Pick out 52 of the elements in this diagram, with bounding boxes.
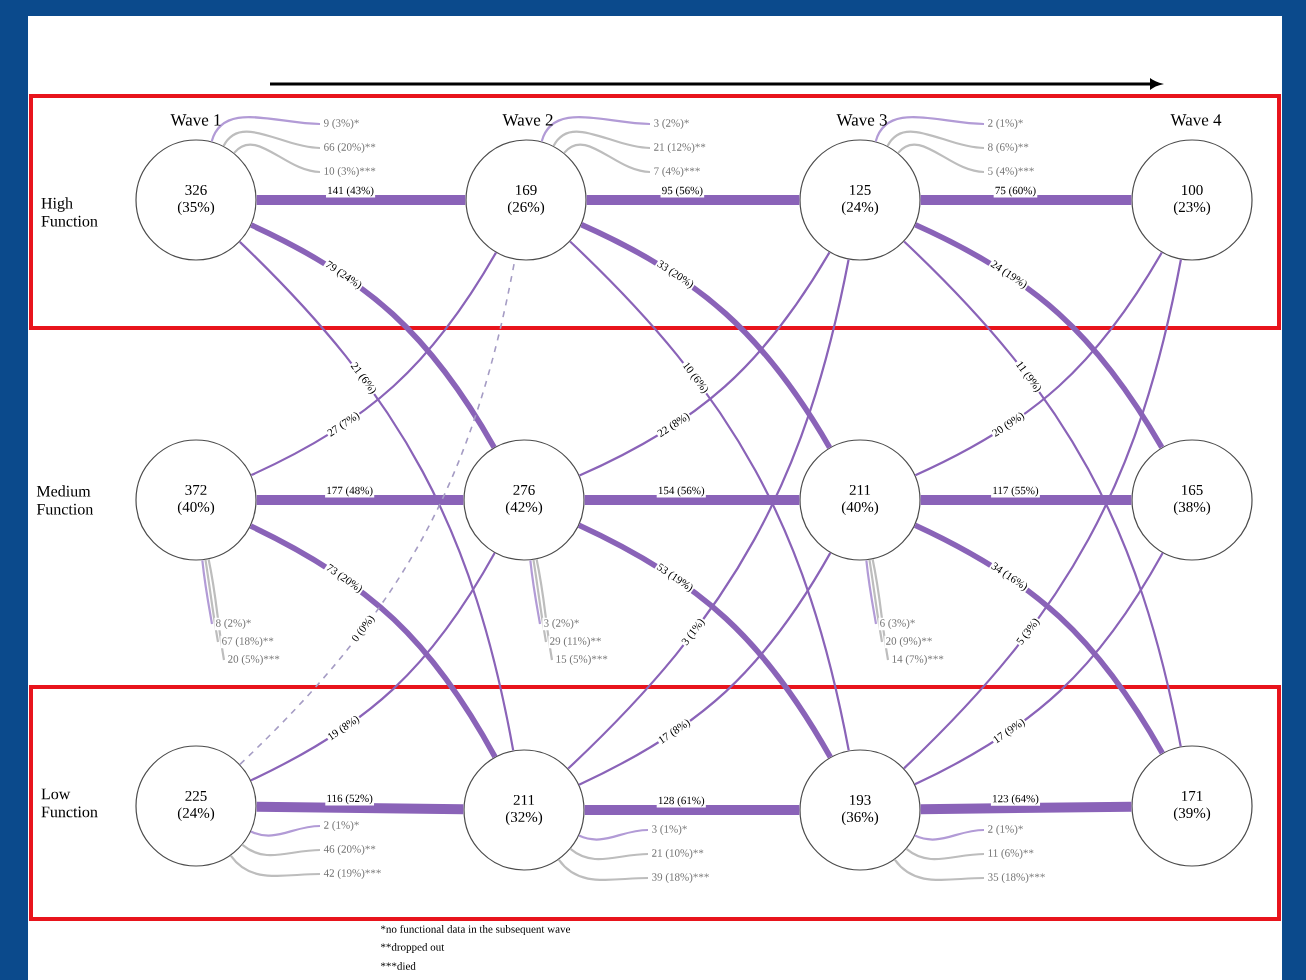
flow-line (250, 552, 496, 782)
dropout-line (886, 130, 985, 150)
flow-line (256, 195, 466, 205)
dropout-line (204, 559, 220, 643)
dropout-line (210, 116, 321, 142)
dropout-line (532, 559, 548, 643)
dropout-line (535, 559, 554, 661)
dropout-line (563, 143, 651, 174)
flow-line (250, 252, 497, 477)
dropout-line (868, 559, 884, 643)
dropout-line (871, 559, 890, 661)
dropout-line (865, 560, 878, 625)
dropout-line (229, 854, 321, 878)
dropout-line (233, 143, 321, 174)
row-heading: Medium Function (36, 485, 94, 515)
dropout-line (569, 848, 649, 861)
dropout-line (529, 560, 542, 625)
dropout-line (241, 844, 321, 857)
flow-line (256, 801, 464, 815)
flow-line (584, 805, 800, 815)
flow-line (920, 195, 1132, 205)
column-heading: Wave 1 (170, 114, 221, 126)
flow-line (584, 495, 800, 505)
flow-line (586, 195, 800, 205)
flow-line (580, 222, 833, 449)
dropout-line (897, 143, 985, 174)
dropout-line (578, 828, 649, 841)
dropout-line (557, 858, 649, 882)
column-heading: Wave 3 (836, 114, 887, 126)
flow-line (920, 495, 1132, 505)
dropout-line (914, 828, 985, 841)
column-heading: Wave 2 (502, 114, 553, 126)
dropout-line (540, 116, 651, 142)
flow-line (577, 522, 833, 759)
flow-line (579, 251, 831, 477)
dropout-line (552, 130, 651, 150)
flow-line (914, 552, 1164, 786)
flow-line (913, 522, 1165, 755)
dropout-line (201, 560, 214, 625)
dropout-line (893, 858, 985, 882)
flow-line (249, 222, 497, 449)
flow-line (914, 251, 1163, 477)
dropout-line (250, 824, 321, 837)
flow-line (914, 222, 1165, 449)
dropout-line (874, 116, 985, 142)
flow-line (249, 523, 498, 759)
flow-line (256, 495, 464, 505)
dropout-line (222, 130, 321, 150)
flow-line (920, 801, 1132, 815)
flow-line (578, 552, 832, 786)
dropout-line (905, 848, 985, 861)
dropout-line (207, 559, 226, 661)
